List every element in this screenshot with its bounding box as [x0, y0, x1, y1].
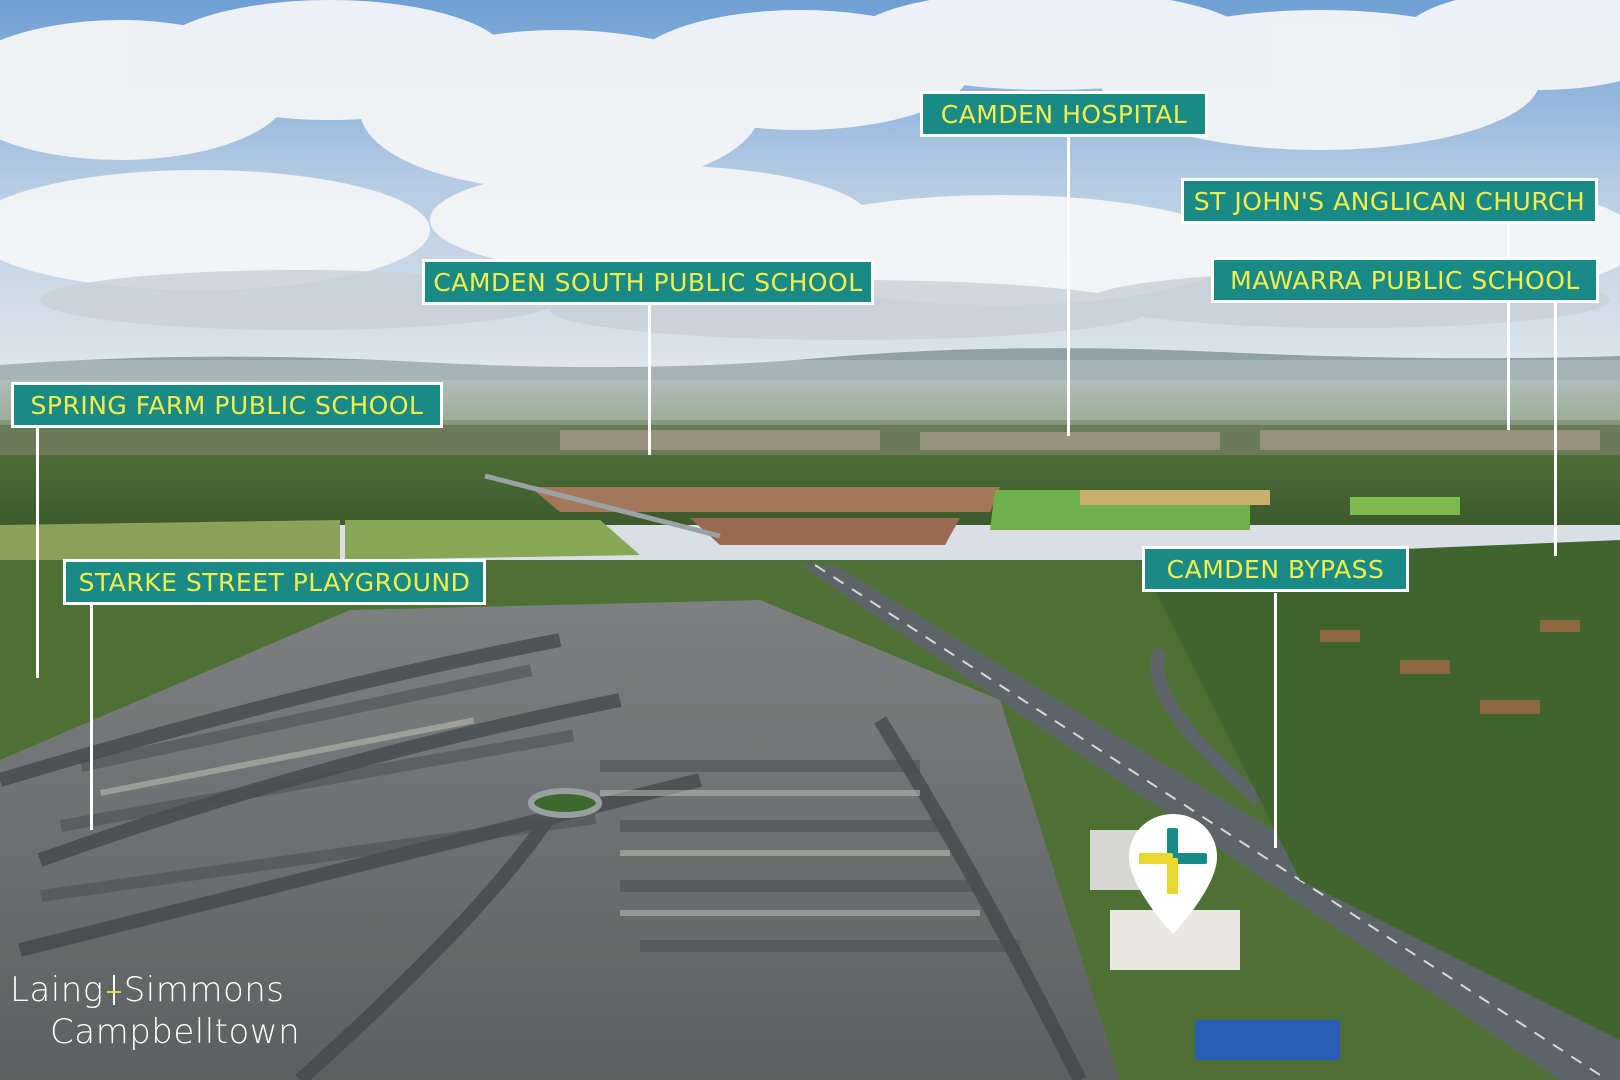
roundabout [528, 788, 602, 818]
leader-line-spring-farm-public-school [36, 428, 39, 678]
leader-line-camden-bypass [1274, 593, 1277, 848]
label-spring-farm-public-school: SPRING FARM PUBLIC SCHOOL [11, 382, 443, 428]
label-mawarra-public-school: MAWARRA PUBLIC SCHOOL [1211, 257, 1599, 303]
leader-line-st-johns-anglican-church [1507, 224, 1510, 430]
label-camden-bypass: CAMDEN BYPASS [1142, 546, 1409, 592]
logo-separator [106, 973, 121, 1007]
ploughed-field [530, 487, 1000, 512]
clouds [0, 0, 1620, 305]
logo-brand-left: Laing [10, 970, 104, 1010]
logo-office-name: Campbelltown [50, 1012, 301, 1052]
leader-line-mawarra-public-school [1554, 301, 1557, 556]
laing-simmons-logo: Laing Simmons Campbelltown [10, 970, 300, 1052]
logo-brand-right: Simmons [123, 970, 285, 1010]
leader-line-starke-street-playground [90, 605, 93, 830]
leader-line-camden-south-public-school [648, 305, 651, 455]
label-camden-hospital: CAMDEN HOSPITAL [920, 91, 1208, 137]
label-camden-south-public-school: CAMDEN SOUTH PUBLIC SCHOOL [422, 259, 874, 305]
location-pin-plus-icon [1129, 814, 1217, 934]
label-st-johns-anglican-church: ST JOHN'S ANGLICAN CHURCH [1181, 178, 1598, 224]
label-starke-street-playground: STARKE STREET PLAYGROUND [63, 559, 486, 605]
leader-line-camden-hospital [1067, 134, 1070, 436]
construction-site [1195, 1020, 1340, 1060]
